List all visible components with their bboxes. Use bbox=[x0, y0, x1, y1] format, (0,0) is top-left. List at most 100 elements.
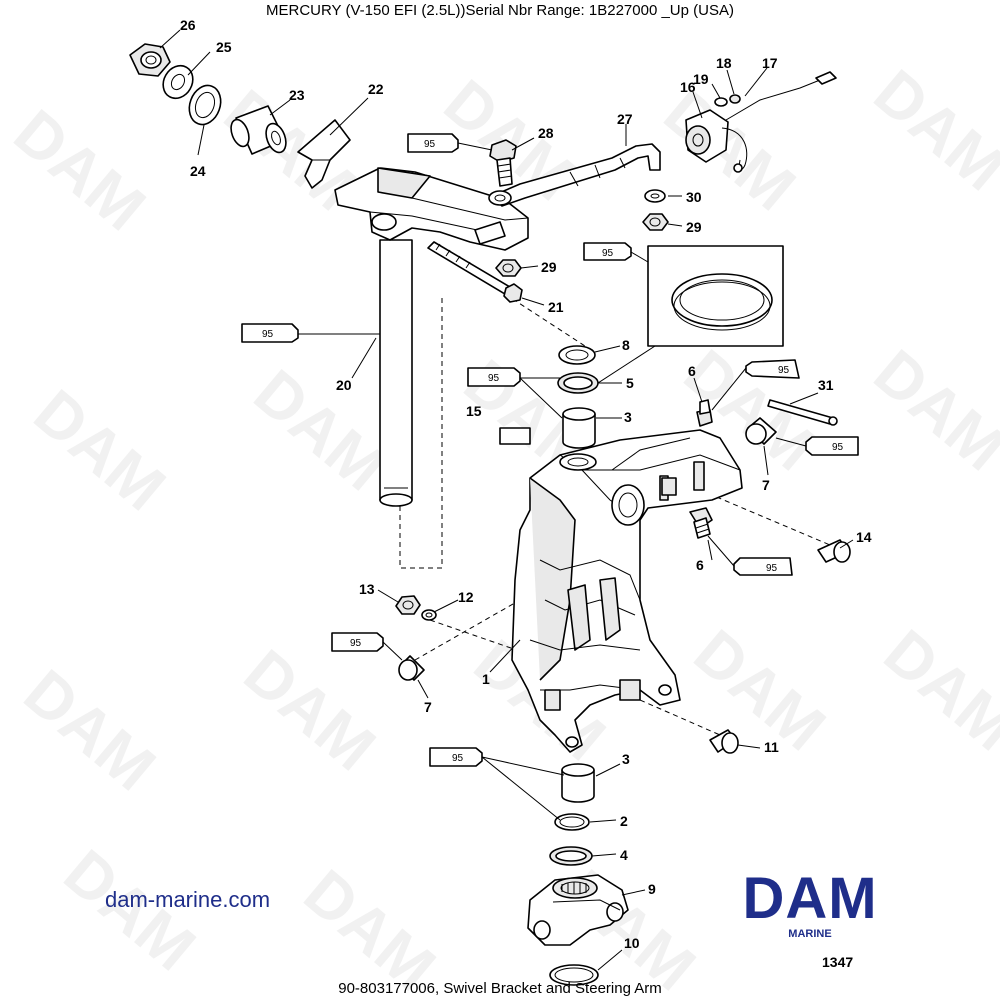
part-13-nut[interactable] bbox=[395, 595, 421, 615]
lubricant-tubes: 95 95 95 95 95 95 95 95 bbox=[241, 133, 859, 767]
callout-19: 19 bbox=[693, 71, 709, 87]
callout-15: 15 bbox=[466, 403, 482, 419]
part-11-pin[interactable] bbox=[709, 729, 739, 754]
watermark: DAM bbox=[231, 636, 389, 785]
part-29-nut-upper[interactable] bbox=[642, 213, 669, 231]
part-3-bushing-lower[interactable] bbox=[561, 763, 595, 803]
watermark: DAM bbox=[861, 336, 1000, 485]
lubricant-tube[interactable]: 95 bbox=[805, 436, 859, 456]
watermark: DAM bbox=[241, 356, 399, 505]
part-7-bushing-left[interactable] bbox=[398, 655, 425, 681]
lubricant-tube[interactable]: 95 bbox=[733, 557, 793, 576]
watermark: DAM bbox=[1, 96, 159, 245]
bushing-alignment-line bbox=[504, 293, 586, 347]
lubricant-code: 95 bbox=[262, 329, 274, 340]
callout-10: 10 bbox=[624, 935, 640, 951]
part-19-washer[interactable] bbox=[714, 97, 728, 107]
lubricant-tube[interactable]: 95 bbox=[241, 323, 299, 343]
lubricant-code: 95 bbox=[350, 638, 362, 649]
watermark: DAM bbox=[291, 856, 449, 1000]
callout-31: 31 bbox=[818, 377, 834, 393]
part-29-nut-lower[interactable] bbox=[495, 259, 522, 277]
lubricant-code: 95 bbox=[424, 139, 436, 150]
callout-16: 16 bbox=[680, 79, 696, 95]
seal-detail-inset bbox=[647, 245, 784, 347]
callout-6-upper: 6 bbox=[688, 363, 696, 379]
part-25-washer[interactable] bbox=[157, 60, 198, 103]
callout-3-upper: 3 bbox=[624, 409, 632, 425]
callout-25: 25 bbox=[216, 39, 232, 55]
part-20-steering-tube[interactable] bbox=[334, 167, 529, 507]
part-7-bushing-right[interactable] bbox=[745, 417, 777, 445]
callout-24: 24 bbox=[190, 163, 206, 179]
lubricant-tube[interactable]: 95 bbox=[429, 747, 483, 767]
part-6-grease-fitting-lower[interactable] bbox=[689, 507, 713, 539]
part-2-ring[interactable] bbox=[554, 813, 590, 831]
callout-5: 5 bbox=[626, 375, 634, 391]
callout-29-upper: 29 bbox=[686, 219, 702, 235]
callout-4: 4 bbox=[620, 847, 628, 863]
seal-outer[interactable] bbox=[671, 273, 773, 327]
part-3-bushing-upper[interactable] bbox=[562, 407, 596, 449]
brand-logo: DAM MARINE bbox=[720, 868, 900, 944]
lubricant-tube[interactable]: 95 bbox=[407, 133, 459, 153]
part-26-nut[interactable] bbox=[129, 43, 171, 77]
callout-9: 9 bbox=[648, 881, 656, 897]
lubricant-code: 95 bbox=[766, 563, 778, 574]
callout-2: 2 bbox=[620, 813, 628, 829]
part-22-plate[interactable] bbox=[297, 119, 351, 189]
lubricant-tube[interactable]: 95 bbox=[583, 242, 632, 261]
part-16-sensor[interactable] bbox=[685, 71, 837, 173]
callout-7-left: 7 bbox=[424, 699, 432, 715]
part-24-ring[interactable] bbox=[184, 81, 226, 129]
callout-7-right: 7 bbox=[762, 477, 770, 493]
callout-21: 21 bbox=[548, 299, 564, 315]
callout-labels: 26 25 24 23 22 28 27 16 19 18 17 30 29 2… bbox=[180, 17, 872, 951]
part-15-label-plate[interactable] bbox=[499, 427, 531, 445]
lubricant-tube[interactable]: 95 bbox=[467, 367, 521, 387]
callout-13: 13 bbox=[359, 581, 375, 597]
callout-6-lower: 6 bbox=[696, 557, 704, 573]
part-12-washer[interactable] bbox=[421, 609, 437, 621]
part-10-ring[interactable] bbox=[549, 964, 599, 986]
lubricant-code: 95 bbox=[452, 753, 464, 764]
callout-30: 30 bbox=[686, 189, 702, 205]
watermark: DAM bbox=[871, 616, 1000, 765]
part-21-long-bolt[interactable] bbox=[427, 241, 523, 303]
callout-1: 1 bbox=[482, 671, 490, 687]
part-9-yoke[interactable] bbox=[527, 874, 629, 946]
callout-14: 14 bbox=[856, 529, 872, 545]
part-23-spacer[interactable] bbox=[228, 105, 290, 155]
callout-20: 20 bbox=[336, 377, 352, 393]
lubricant-code: 95 bbox=[832, 442, 844, 453]
part-27-link-rod[interactable] bbox=[488, 143, 661, 207]
part-6-grease-fitting-upper[interactable] bbox=[696, 399, 713, 427]
callout-26: 26 bbox=[180, 17, 196, 33]
part-14-pin[interactable] bbox=[817, 539, 851, 563]
callout-28: 28 bbox=[538, 125, 554, 141]
callout-8: 8 bbox=[622, 337, 630, 353]
part-8-ring[interactable] bbox=[558, 345, 596, 365]
part-31-pin[interactable] bbox=[767, 399, 838, 426]
part-1-swivel-bracket[interactable] bbox=[511, 429, 743, 753]
steering-tube-alignment-line bbox=[399, 298, 443, 569]
lubricant-tube[interactable]: 95 bbox=[331, 632, 384, 652]
callout-12: 12 bbox=[458, 589, 474, 605]
part-5-seal[interactable] bbox=[557, 372, 599, 394]
part-30-washer[interactable] bbox=[644, 189, 666, 203]
callout-22: 22 bbox=[368, 81, 384, 97]
callout-29-lower: 29 bbox=[541, 259, 557, 275]
logo-text: DAM bbox=[742, 866, 878, 931]
website-link[interactable]: dam-marine.com bbox=[105, 887, 271, 912]
callout-27: 27 bbox=[617, 111, 633, 127]
part-4-seal[interactable] bbox=[549, 846, 593, 866]
lubricant-tube[interactable]: 95 bbox=[745, 359, 800, 379]
part-28-bolt[interactable] bbox=[489, 139, 517, 187]
diagram-caption: 90-803177006, Swivel Bracket and Steerin… bbox=[338, 980, 662, 997]
part-18-screw[interactable] bbox=[729, 94, 741, 104]
lubricant-code: 95 bbox=[778, 365, 790, 376]
lubricant-code: 95 bbox=[602, 248, 614, 259]
lubricant-code: 95 bbox=[488, 373, 500, 384]
logo-subtext: MARINE bbox=[788, 928, 832, 940]
callout-11: 11 bbox=[764, 739, 779, 755]
